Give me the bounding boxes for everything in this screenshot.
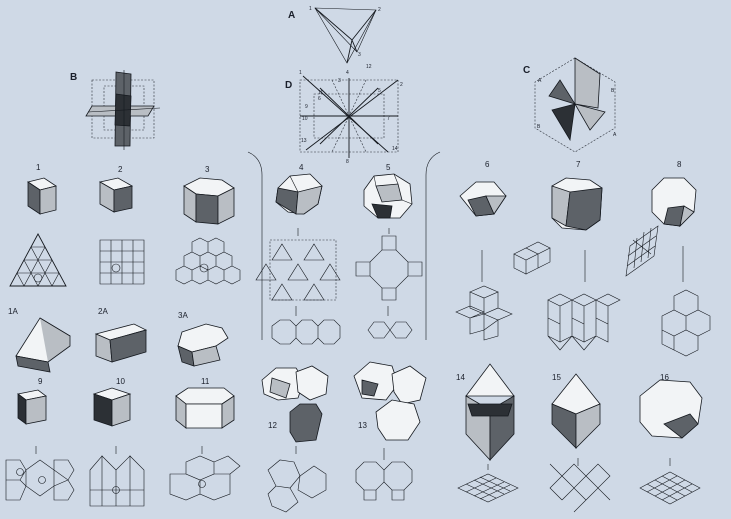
solid-5-truncated-octa: [364, 174, 412, 218]
solid-6-rhombo: [460, 182, 506, 216]
tiling-cubes-6: [456, 250, 512, 340]
solid-7-hexagonal: [552, 178, 602, 230]
label-6: 6: [485, 160, 490, 169]
solid-1a-prism: [16, 318, 70, 372]
tiling-triangles: [10, 234, 66, 286]
label-d: D: [285, 80, 292, 91]
solid-2a-box: [96, 324, 146, 362]
label-14: 14: [456, 373, 465, 382]
solid-4-truncated: [276, 174, 322, 214]
solid-8-rhombic: [652, 178, 696, 226]
axis-2-label: 2: [378, 7, 381, 13]
diagram-d: D 1 2 3 4 5 6 7 8 9 10 11 12 13 14: [285, 64, 403, 165]
label-7: 7: [576, 160, 581, 169]
row1-labels: 1 2 3 4 5 6 7 8: [36, 160, 682, 174]
d-axis-13: 13: [301, 138, 307, 144]
d-axis-2: 2: [400, 82, 403, 88]
label-13: 13: [358, 421, 367, 430]
solid-3-hex-prism: [184, 178, 234, 224]
c-letter-b1: B: [611, 88, 615, 94]
d-axis-5: 5: [378, 88, 381, 94]
label-12: 12: [268, 421, 277, 430]
d-axis-11: 11: [318, 90, 323, 96]
d-axis-8: 8: [346, 159, 349, 165]
c-letter-a2: A: [613, 132, 617, 138]
label-2: 2: [118, 165, 123, 174]
d-axis-4: 4: [346, 70, 349, 76]
d-axis-9: 9: [305, 104, 308, 110]
label-9: 9: [38, 377, 43, 386]
tiling-hexagons: [176, 238, 240, 284]
label-3: 3: [205, 165, 210, 174]
tiling-squares: [100, 240, 144, 284]
label-2a: 2A: [98, 307, 108, 316]
solid-14: [466, 364, 514, 460]
tiling-13: [356, 448, 412, 500]
axis-1-label: 1: [309, 6, 312, 12]
column-dividers: [248, 152, 440, 340]
tiling-arrow-8: [662, 246, 710, 356]
label-10: 10: [116, 377, 125, 386]
d-axis-7: 7: [387, 116, 390, 122]
label-1a: 1A: [8, 307, 18, 316]
c-letter-a1: A: [538, 78, 542, 84]
d-axis-14: 14: [392, 146, 398, 152]
strip-4: [272, 306, 340, 344]
d-axis-3: 3: [338, 78, 341, 84]
tiling-12: [268, 446, 326, 512]
solid-1-prism: [28, 178, 56, 214]
solid-12-cluster: [262, 366, 328, 442]
solid-16: [640, 380, 702, 438]
tiling-diamond-grid: [626, 226, 658, 276]
label-3a: 3A: [178, 311, 188, 320]
solid-15: [552, 374, 600, 448]
diagram-b: B: [70, 70, 160, 150]
strip-5: [368, 306, 412, 338]
diagram-c: C A A B B: [523, 58, 617, 152]
tiling-9: [6, 446, 74, 500]
label-1: 1: [36, 163, 41, 172]
label-11: 11: [201, 377, 210, 386]
c-letter-b2: B: [537, 124, 541, 130]
solid-9: [18, 390, 46, 424]
diagram-a: A 1 2 3: [288, 6, 381, 63]
tiling-rhombic-cluster: [514, 242, 550, 274]
tiling-16: [640, 458, 700, 504]
tiling-15: [550, 458, 610, 512]
solid-11: [176, 388, 234, 428]
tiling-arrow-7: [548, 250, 620, 350]
d-axis-10: 10: [302, 116, 308, 122]
tiling-square-octagon: [356, 228, 422, 300]
row2-labels: 1A 2A 3A: [8, 307, 188, 320]
label-c: C: [523, 65, 530, 76]
label-15: 15: [552, 373, 561, 382]
axis-3-label: 3: [358, 52, 361, 58]
tiling-14: [458, 464, 518, 502]
label-5: 5: [386, 163, 391, 172]
tiling-11: [170, 446, 240, 500]
solid-3a-hex: [178, 324, 228, 366]
label-b: B: [70, 72, 77, 83]
d-axis-12: 12: [366, 64, 372, 70]
label-8: 8: [677, 160, 682, 169]
solid-10: [94, 388, 130, 426]
tiling-kagome: [256, 228, 340, 300]
solid-2-cube: [100, 178, 132, 212]
d-axis-6: 6: [318, 96, 321, 102]
label-a: A: [288, 10, 295, 21]
d-axis-1: 1: [299, 70, 302, 76]
label-4: 4: [299, 163, 304, 172]
tiling-10: [90, 446, 144, 506]
